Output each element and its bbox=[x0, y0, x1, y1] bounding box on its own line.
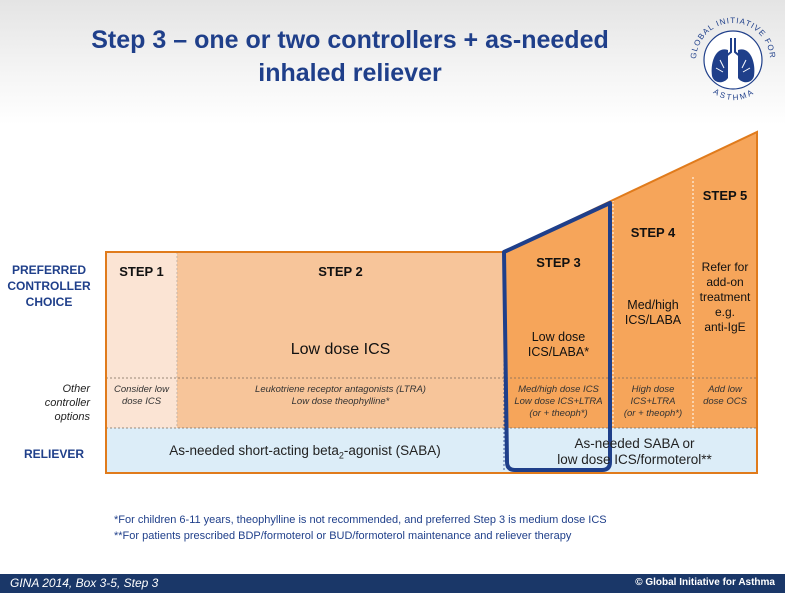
step4-other-text: High dose ICS+LTRA (or + theoph*) bbox=[613, 384, 693, 420]
step5-preferred-line: Refer for bbox=[701, 260, 749, 274]
reliever-formoterol-text: As-needed SABA or low dose ICS/formotero… bbox=[512, 436, 757, 468]
step3-preferred-line: Low dose bbox=[531, 330, 586, 344]
title-line-2: inhaled reliever bbox=[258, 59, 442, 87]
page-title: Step 3 – one or two controllers + as-nee… bbox=[30, 24, 670, 90]
reliever-formoterol-line: low dose ICS/formoterol** bbox=[557, 452, 712, 467]
step5-preferred-text: Refer for add-on treatment e.g. anti-IgE bbox=[693, 260, 757, 335]
step3-other-line: Med/high dose ICS bbox=[518, 384, 599, 395]
row-label-reliever: RELIEVER bbox=[23, 447, 84, 461]
row-label-other-line: options bbox=[54, 411, 90, 423]
step2-preferred-text: Low dose ICS bbox=[290, 341, 391, 358]
reliever-row bbox=[106, 428, 757, 473]
step1-other-line: Consider low bbox=[114, 384, 169, 395]
title-line-1: Step 3 – one or two controllers + as-nee… bbox=[91, 26, 609, 54]
step4-other-line: High dose bbox=[631, 384, 675, 395]
row-label-preferred-line: CONTROLLER bbox=[7, 279, 91, 293]
row-label-preferred-line: CHOICE bbox=[25, 295, 73, 309]
step5-preferred-line: e.g. bbox=[714, 305, 735, 319]
step5-preferred-line: add-on bbox=[706, 275, 744, 289]
step1-other-text: Consider low dose ICS bbox=[106, 384, 177, 408]
footer-source: GINA 2014, Box 3-5, Step 3 bbox=[10, 576, 159, 590]
step5-preferred-line: treatment bbox=[699, 290, 751, 304]
step2-other-cell bbox=[177, 378, 504, 428]
step2-preferred-cell bbox=[177, 252, 504, 378]
row-label-preferred: PREFERRED CONTROLLER CHOICE bbox=[4, 262, 94, 310]
reliever-formoterol-line: As-needed SABA or bbox=[574, 436, 695, 451]
reliever-saba-text-post: -agonist (SABA) bbox=[343, 443, 441, 458]
step4-other-line: (or + theoph*) bbox=[623, 408, 683, 419]
step4-preferred-line: Med/high bbox=[627, 298, 679, 312]
step5-preferred-line: anti-IgE bbox=[704, 320, 746, 334]
title-band bbox=[0, 0, 785, 125]
step3-highlight-outline bbox=[502, 201, 612, 472]
step3-label: STEP 3 bbox=[536, 255, 581, 270]
step1-other-line: dose ICS bbox=[121, 396, 162, 407]
step3-other-text: Med/high dose ICS Low dose ICS+LTRA (or … bbox=[507, 384, 610, 420]
gina-logo: GLOBAL INITIATIVE FOR ASTHMA bbox=[689, 16, 776, 102]
step3-other-line: Low dose ICS+LTRA bbox=[514, 396, 603, 407]
step1-label: STEP 1 bbox=[119, 264, 164, 279]
step5-label: STEP 5 bbox=[702, 188, 748, 203]
step2-other-line: Low dose theophylline* bbox=[291, 396, 390, 407]
footer-copyright: © Global Initiative for Asthma bbox=[635, 577, 775, 588]
step3-5-other-cells bbox=[504, 378, 757, 428]
step3-preferred-line: ICS/LABA* bbox=[527, 345, 590, 359]
step3-preferred-text: Low dose ICS/LABA* bbox=[507, 330, 610, 360]
step1-other-cell bbox=[106, 378, 177, 428]
step4-other-line: ICS+LTRA bbox=[630, 396, 676, 407]
step5-other-text: Add low dose OCS bbox=[693, 384, 757, 408]
footnote-children: *For children 6-11 years, theophylline i… bbox=[114, 514, 607, 526]
reliever-saba-text: As-needed short-acting beta2-agonist (SA… bbox=[106, 443, 504, 464]
reliever-saba-text-pre: As-needed short-acting beta bbox=[169, 443, 339, 458]
step2-other-text: Leukotriene receptor antagonists (LTRA) … bbox=[177, 384, 504, 408]
step5-other-line: dose OCS bbox=[703, 396, 747, 407]
lungs-icon bbox=[711, 38, 755, 83]
step2-other-line: Leukotriene receptor antagonists (LTRA) bbox=[255, 384, 426, 395]
footnote-maintenance: **For patients prescribed BDP/formoterol… bbox=[114, 530, 572, 542]
row-label-other-line: Other bbox=[62, 383, 90, 395]
step3-5-preferred-cells bbox=[504, 132, 757, 378]
step4-preferred-text: Med/high ICS/LABA bbox=[613, 298, 693, 328]
row-label-other: Other controller options bbox=[4, 382, 90, 424]
step3-other-line: (or + theoph*) bbox=[529, 408, 588, 419]
row-label-other-line: controller bbox=[44, 397, 90, 409]
row-label-preferred-line: PREFERRED bbox=[11, 263, 86, 277]
step4-label: STEP 4 bbox=[630, 225, 676, 240]
step1-preferred-cell bbox=[106, 252, 177, 378]
step4-preferred-line: ICS/LABA bbox=[624, 313, 682, 327]
step5-other-line: Add low bbox=[708, 384, 742, 395]
step2-label: STEP 2 bbox=[318, 264, 363, 279]
footer-bar: GINA 2014, Box 3-5, Step 3 © Global Init… bbox=[0, 574, 785, 593]
reliever-saba-text-sub: 2 bbox=[338, 450, 344, 461]
